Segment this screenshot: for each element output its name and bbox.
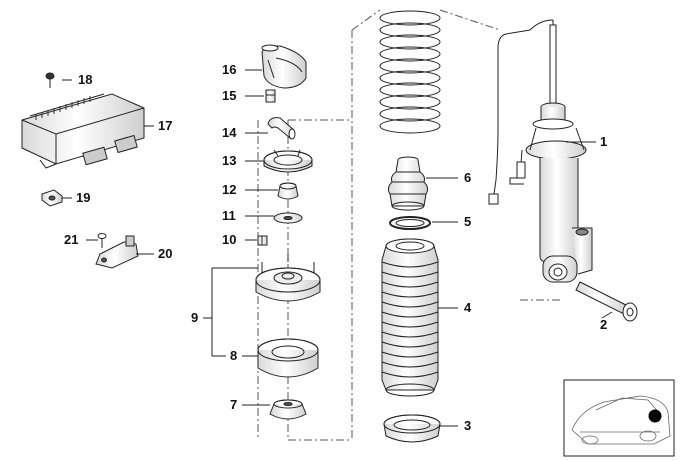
callout-7: 7 [230, 397, 238, 412]
callout-21: 21 [64, 232, 79, 247]
leader-lines [62, 69, 613, 427]
control-module [21, 93, 145, 169]
rubber-bushing [277, 182, 299, 200]
callout-13: 13 [222, 153, 237, 168]
callout-20: 20 [158, 246, 173, 261]
callout-14: 14 [222, 125, 237, 140]
rubber-mount [257, 338, 319, 378]
callout-4: 4 [464, 300, 472, 315]
support-ring [263, 149, 313, 173]
callout-3: 3 [464, 418, 472, 433]
vehicle-location-thumbnail [563, 379, 675, 457]
callout-1: 1 [600, 134, 608, 149]
sensor-bracket [95, 235, 139, 269]
dust-cap [269, 399, 307, 420]
lower-spring-pad [383, 414, 441, 443]
shock-absorber [488, 19, 593, 283]
screw-small [45, 72, 55, 88]
callout-6: 6 [464, 170, 472, 185]
callout-12: 12 [222, 182, 237, 197]
upper-strut-mount [255, 254, 321, 302]
retaining-ring [389, 216, 431, 230]
callout-16: 16 [222, 62, 237, 77]
callout-5: 5 [464, 214, 472, 229]
hex-nut-small [265, 89, 276, 103]
callout-8: 8 [230, 348, 238, 363]
callout-2: 2 [600, 317, 608, 332]
clip-nut [41, 189, 63, 207]
callout-11: 11 [222, 208, 236, 223]
coil-spring [379, 10, 441, 134]
curved-bracket [267, 117, 296, 140]
callout-19: 19 [76, 190, 91, 205]
callout-10: 10 [222, 232, 237, 247]
mounting-screw [97, 233, 107, 248]
washer [273, 212, 303, 224]
cover-cap [261, 44, 307, 89]
callout-17: 17 [158, 118, 173, 133]
protective-bellows [381, 238, 439, 397]
callout-15: 15 [222, 88, 237, 103]
mounting-bolt [575, 281, 638, 322]
hex-nut [257, 235, 268, 246]
callout-18: 18 [78, 72, 93, 87]
bump-stop [387, 156, 429, 211]
callout-9: 9 [191, 310, 199, 325]
